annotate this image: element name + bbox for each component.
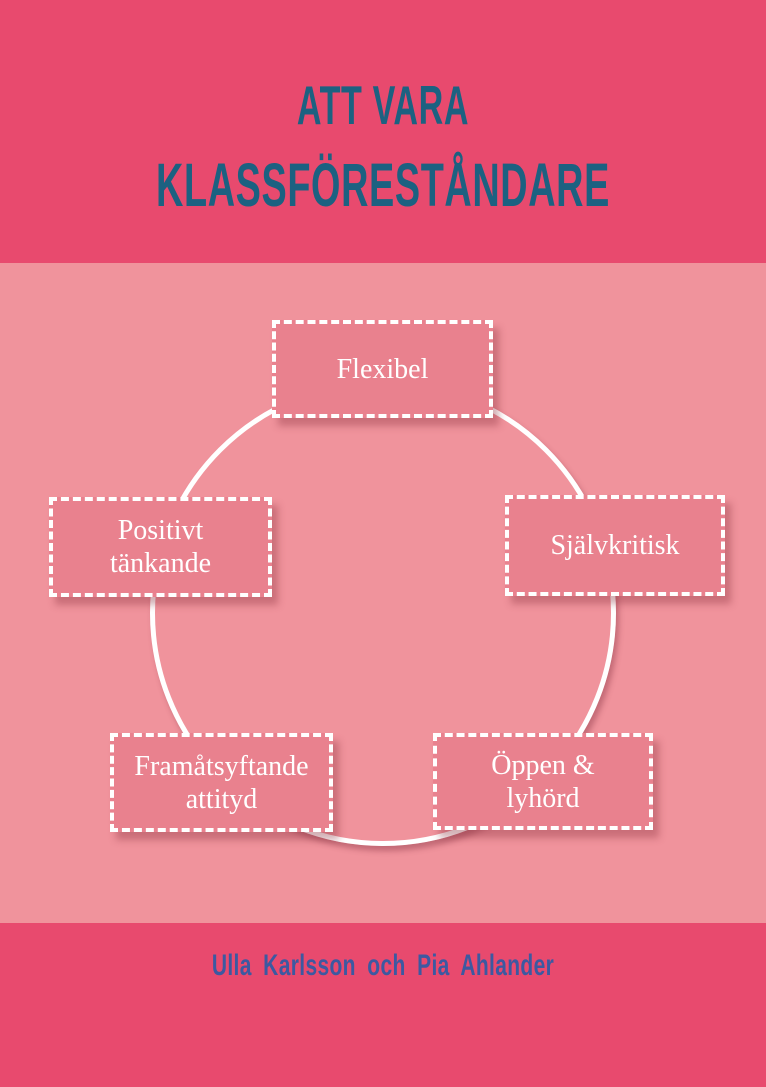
diagram-node-flexibel: Flexibel xyxy=(272,320,493,418)
bottom-band: Ulla Karlsson och Pia Ahlander xyxy=(0,923,766,1087)
node-label-line: Självkritisk xyxy=(550,530,680,561)
node-label-line: Öppen & xyxy=(491,749,595,781)
diagram-node-oppen-lyhord: Öppen & lyhörd xyxy=(433,733,653,830)
diagram-node-positivt-tankande: Positivt tänkande xyxy=(49,497,272,597)
top-band: ATT VARA KLASSFÖRESTÅNDARE xyxy=(0,0,766,263)
node-label: Flexibel xyxy=(337,353,429,386)
node-label: Självkritisk xyxy=(550,529,679,562)
title-line-2: KLASSFÖRESTÅNDARE xyxy=(156,151,610,219)
node-label-line: lyhörd xyxy=(506,782,580,814)
diagram-node-framatsyftande-attityd: Framåtsyftande attityd xyxy=(110,733,333,832)
node-label-line: attityd xyxy=(185,783,258,815)
node-label-line: Positivt xyxy=(117,515,204,546)
node-label: Öppen & lyhörd xyxy=(491,749,594,815)
book-title: ATT VARA KLASSFÖRESTÅNDARE xyxy=(0,78,766,216)
node-label-line: Framåtsyftande xyxy=(134,750,309,782)
node-label: Positivt tänkande xyxy=(110,514,211,580)
node-label: Framåtsyftande attityd xyxy=(134,750,308,816)
node-label-line: tänkande xyxy=(109,548,212,579)
authors-line: Ulla Karlsson och Pia Ahlander xyxy=(211,949,555,982)
node-label-line: Flexibel xyxy=(336,353,429,385)
diagram-node-sjalvkritisk: Självkritisk xyxy=(505,495,725,596)
title-line-1: ATT VARA xyxy=(296,74,470,136)
